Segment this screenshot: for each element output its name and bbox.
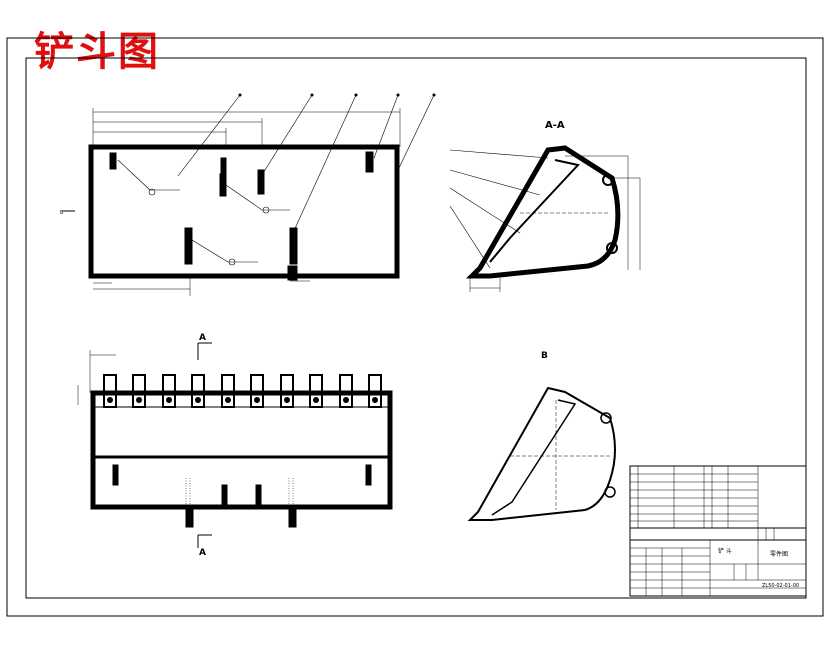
parts-list-title: 零件图: [770, 550, 788, 558]
inner-frame: [25, 57, 807, 599]
outer-border: [6, 37, 824, 617]
title-block: [629, 465, 807, 597]
drawing-number: ZL50-02-01-00: [762, 583, 799, 589]
cut-label-bottom: A: [199, 548, 206, 558]
plan-view: A A: [77, 333, 393, 558]
section-label: A-A: [545, 120, 565, 131]
view-b-label: B: [541, 351, 548, 361]
front-view: B: [60, 93, 436, 296]
part-name: 铲 斗: [718, 547, 732, 555]
section-a-a-view: A-A: [449, 120, 641, 292]
view-b: B: [467, 351, 616, 521]
cut-label-top: A: [199, 333, 206, 343]
side-marker-b: B: [60, 210, 64, 216]
